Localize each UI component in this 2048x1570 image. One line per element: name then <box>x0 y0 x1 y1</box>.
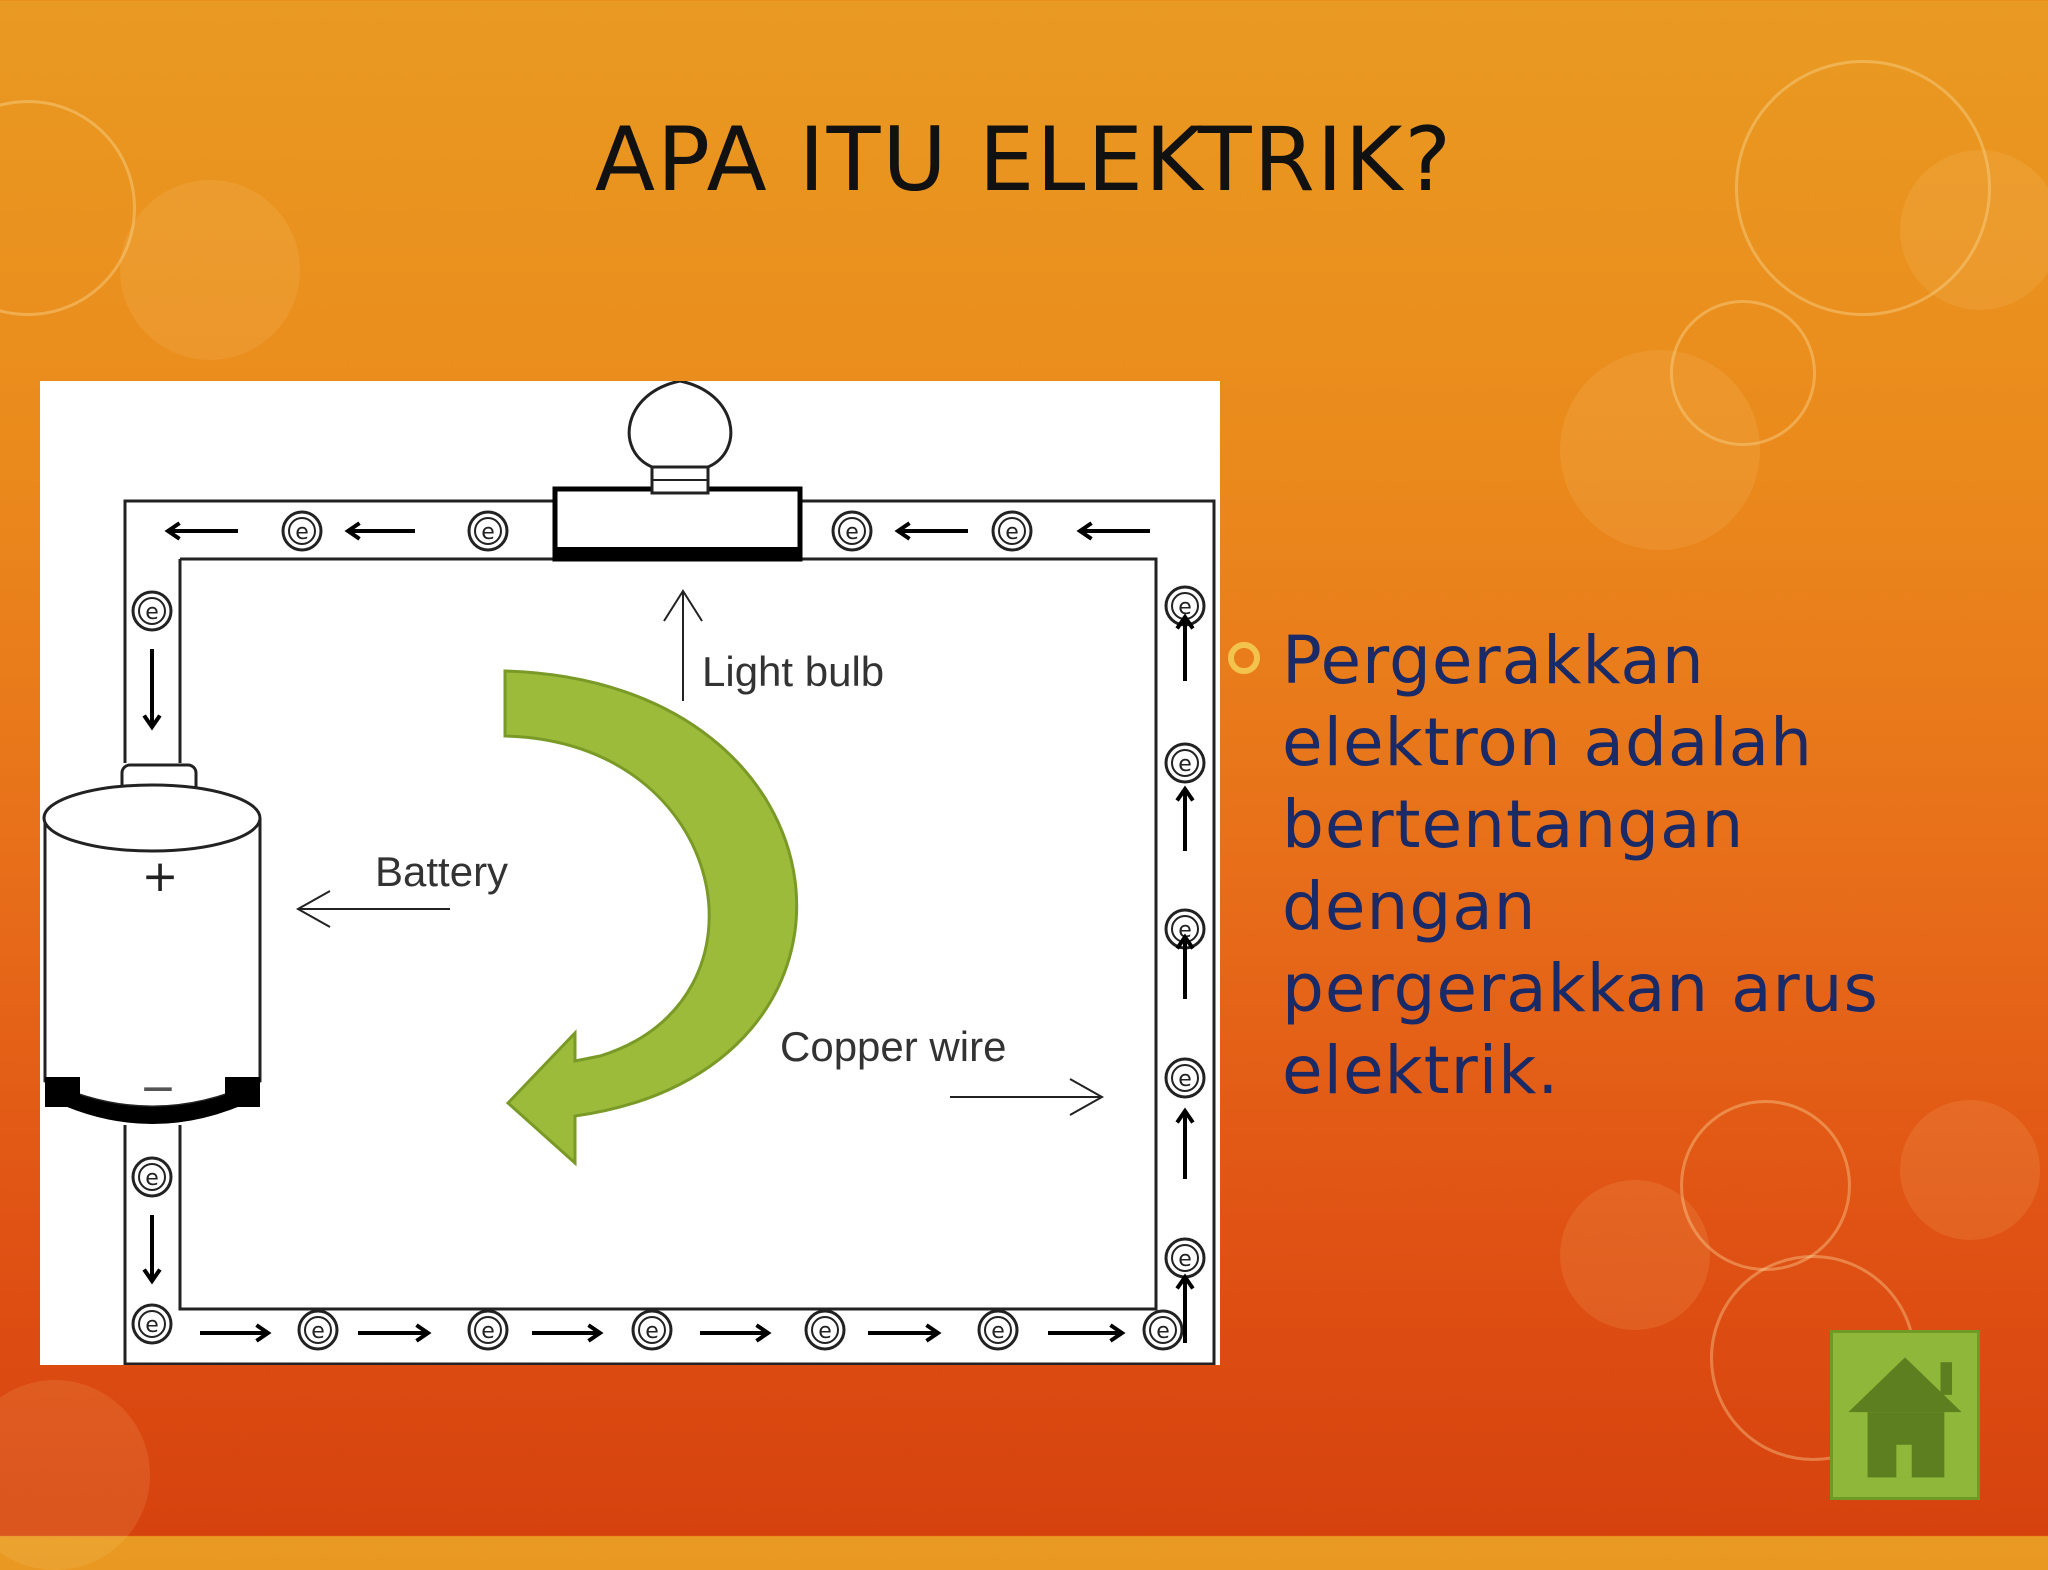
electron-symbol: e <box>481 520 495 545</box>
wire-outer <box>123 499 1216 1365</box>
electron-symbol: e <box>145 600 159 625</box>
electron-symbol: e <box>311 1319 325 1344</box>
flow-arrowhead <box>587 1323 604 1343</box>
flow-arrowhead <box>142 714 162 731</box>
bokeh-circle <box>0 1380 150 1570</box>
flow-arrowhead <box>255 1323 272 1343</box>
bokeh-circle <box>1900 1100 2040 1240</box>
flow-arrowhead <box>925 1323 942 1343</box>
battery-plus-sign: + <box>142 851 179 902</box>
electron-symbol: e <box>145 1313 159 1338</box>
electron-symbol: e <box>145 1166 159 1191</box>
electron-symbol: e <box>1178 752 1192 777</box>
flow-arrowhead <box>755 1323 772 1343</box>
electron-inner-ring <box>984 1316 1012 1344</box>
electron-symbol: e <box>1178 1247 1192 1272</box>
electron-inner-ring <box>638 1316 666 1344</box>
electron-inner-ring <box>138 1310 166 1338</box>
flow-arrowhead <box>142 1268 162 1285</box>
electron-symbol: e <box>1005 520 1019 545</box>
electron-symbol: e <box>1178 918 1192 943</box>
bokeh-circle <box>1560 1180 1710 1330</box>
light-bulb-label: Light bulb <box>702 648 884 695</box>
flow-arrowhead <box>1175 785 1195 802</box>
bokeh-circle <box>1560 350 1760 550</box>
electron-inner-ring <box>138 597 166 625</box>
electron-inner-ring <box>811 1316 839 1344</box>
electron-symbol: e <box>295 520 309 545</box>
ring-bullet-icon <box>1228 642 1260 674</box>
electron-inner-ring <box>474 517 502 545</box>
flow-arrowhead <box>1175 1107 1195 1124</box>
flow-arrowhead <box>164 521 181 541</box>
electron-inner-ring <box>1149 1316 1177 1344</box>
home-button[interactable] <box>1830 1330 1980 1500</box>
battery-minus-sign: − <box>140 1063 177 1114</box>
flow-arrow-group <box>142 521 1195 1343</box>
flow-arrowhead <box>1109 1323 1126 1343</box>
slide-title: APA ITU ELEKTRIK? <box>594 108 1454 211</box>
battery-label: Battery <box>375 848 508 895</box>
bullet-point: Pergerakkan elektron adalah bertentangan… <box>1228 620 1998 1112</box>
electron-inner-ring <box>1171 749 1199 777</box>
electron-inner-ring <box>838 517 866 545</box>
electron-symbol: e <box>818 1319 832 1344</box>
copper-wire-label: Copper wire <box>780 1023 1006 1070</box>
flow-arrowhead <box>894 521 911 541</box>
bokeh-circle <box>1670 300 1816 446</box>
bokeh-circle <box>1680 1100 1851 1271</box>
electron-inner-ring <box>1171 1244 1199 1272</box>
electron-inner-ring <box>138 1163 166 1191</box>
electron-symbol: e <box>991 1319 1005 1344</box>
electron-symbol: e <box>645 1319 659 1344</box>
curved-arrow-fill <box>503 669 799 1167</box>
electron-inner-ring <box>304 1316 332 1344</box>
electron-inner-ring <box>998 517 1026 545</box>
battery-icon: + − <box>42 763 262 1124</box>
electron-group: e e e e e e e e e e e e e e e e e e <box>131 510 1206 1351</box>
electron-inner-ring <box>288 517 316 545</box>
copper-wire-pointer <box>950 1078 1105 1116</box>
electron-inner-ring <box>1171 1064 1199 1092</box>
flow-arrowhead <box>1175 933 1195 950</box>
light-bulb-icon <box>552 381 803 562</box>
electron-symbol: e <box>1178 1067 1192 1092</box>
flow-arrowhead <box>1175 1273 1195 1290</box>
home-icon <box>1848 1357 1962 1478</box>
flow-arrowhead <box>1175 613 1195 630</box>
wire-inner <box>178 557 1158 1311</box>
battery-pointer <box>295 890 450 928</box>
flow-arrowhead <box>1076 521 1093 541</box>
electron-symbol: e <box>1156 1319 1170 1344</box>
flow-arrowhead <box>415 1323 432 1343</box>
electron-inner-ring <box>474 1316 502 1344</box>
flow-arrowhead <box>344 521 361 541</box>
light-bulb-pointer <box>663 589 703 701</box>
bullet-text: Pergerakkan elektron adalah bertentangan… <box>1282 622 1879 1109</box>
electron-symbol: e <box>845 520 859 545</box>
electron-symbol: e <box>481 1319 495 1344</box>
electron-symbol: e <box>1178 595 1192 620</box>
